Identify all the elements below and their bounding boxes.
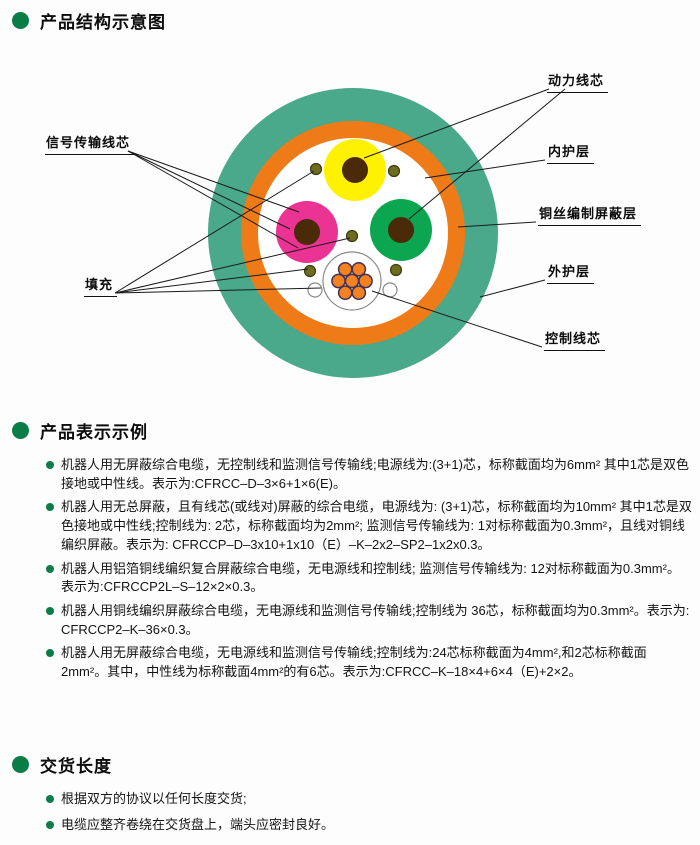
example-item: 机器人用无屏蔽综合电缆，无控制线和监测信号传输线;电源线为:(3+1)芯，标称截… [46, 456, 692, 493]
list-bullet-icon [46, 461, 54, 469]
control-core-dot [358, 273, 373, 289]
example-item: 机器人用无屏蔽综合电缆，无电源线和监测信号传输线;控制线为:24芯标称截面为4m… [46, 644, 692, 681]
label-power-core: 动力线芯 [547, 70, 609, 93]
filler-tubes [307, 282, 398, 298]
control-core-dot [337, 261, 353, 277]
delivery-section-title: 交货长度 [40, 757, 112, 776]
section-bullet-icon [12, 422, 29, 439]
leader-line-signal-2 [127, 150, 291, 230]
filler-dot [309, 162, 323, 176]
leader-line-filling-1 [114, 170, 315, 294]
delivery-item-text: 根据双方的协议以任何长度交货; [61, 791, 247, 806]
leader-line-outer-sheath [479, 279, 546, 298]
leader-line-power-1 [363, 88, 550, 159]
section-header-delivery: 交货长度 [0, 752, 700, 777]
delivery-item: 根据双方的协议以任何长度交货; [46, 790, 692, 809]
section-header-structure: 产品结构示意图 [0, 8, 166, 33]
cable-cross-section-diagram: 动力线芯 信号传输线芯 内护层 铜丝编制屏蔽层 填充 外护层 控制线芯 [0, 0, 700, 400]
list-bullet-icon [46, 607, 54, 616]
section-bullet-icon [12, 756, 29, 773]
leader-line-control [371, 290, 543, 348]
leader-line-filling-4 [114, 287, 322, 294]
power-core-yellow-conductor [342, 157, 368, 183]
filler-dot [303, 264, 317, 278]
filler-dot [389, 263, 403, 277]
example-item-text: 机器人用无屏蔽综合电缆，无控制线和监测信号传输线;电源线为:(3+1)芯，标称截… [61, 457, 689, 491]
section-delivery: 交货长度 根据双方的协议以任何长度交货; 电缆应整齐卷绕在交货盘上，端头应密封良… [0, 752, 700, 841]
examples-list: 机器人用无屏蔽综合电缆，无控制线和监测信号传输线;电源线为:(3+1)芯，标称截… [0, 456, 700, 682]
leader-line-signal-1 [127, 150, 300, 213]
list-bullet-icon [46, 795, 54, 803]
label-inner-sheath: 内护层 [547, 141, 595, 164]
delivery-item: 电缆应整齐卷绕在交货盘上，端头应密封良好。 [46, 816, 692, 835]
leader-line-inner-sheath [424, 159, 546, 179]
label-control-core: 控制线芯 [544, 328, 606, 351]
power-core-green-conductor [388, 217, 414, 243]
filler-tube [307, 282, 323, 298]
label-outer-sheath: 外护层 [547, 261, 595, 284]
control-core-dots [331, 261, 373, 301]
leader-line-filling-2 [114, 237, 351, 294]
control-core-dot [351, 285, 367, 301]
label-filling: 填充 [84, 274, 118, 297]
control-core-dot [331, 273, 346, 289]
list-bullet-icon [46, 564, 54, 573]
example-item: 机器人用铜线编织屏蔽综合电缆，无电源线和监测信号传输线;控制线为 36芯，标称截… [46, 602, 692, 639]
delivery-list: 根据双方的协议以任何长度交货; 电缆应整齐卷绕在交货盘上，端头应密封良好。 [0, 790, 700, 834]
leader-line-power-2 [408, 88, 566, 220]
signal-core-conductor [294, 219, 320, 245]
control-core-dot [337, 285, 353, 301]
control-core-dot [344, 273, 360, 289]
example-item-text: 机器人用铝箔铜线编织复合屏蔽综合电缆，无电源线和控制线; 监测信号传输线为: 1… [61, 560, 680, 595]
label-copper-shield: 铜丝编制屏蔽层 [538, 203, 642, 226]
example-item: 机器人用无总屏蔽，且有线芯(或线对)屏蔽的综合电缆，电源线为: (3+1)芯，标… [46, 498, 692, 554]
label-signal-core: 信号传输线芯 [45, 132, 135, 155]
section-examples: 产品表示示例 机器人用无屏蔽综合电缆，无控制线和监测信号传输线;电源线为:(3+… [0, 418, 700, 687]
filler-dot [345, 229, 359, 243]
section-header-examples: 产品表示示例 [0, 418, 700, 443]
list-bullet-icon [46, 503, 54, 512]
list-bullet-icon [46, 820, 54, 829]
section-bullet-icon [12, 12, 29, 29]
leader-line-signal-3 [127, 150, 299, 249]
delivery-item-text: 电缆应整齐卷绕在交货盘上，端头应密封良好。 [61, 816, 335, 832]
example-item-text: 机器人用无总屏蔽，且有线芯(或线对)屏蔽的综合电缆，电源线为: (3+1)芯，标… [61, 499, 692, 552]
control-core-dot [351, 261, 367, 277]
example-item-text: 机器人用无屏蔽综合电缆，无电源线和监测信号传输线;控制线为:24芯标称截面为4m… [61, 645, 647, 680]
example-item-text: 机器人用铜线编织屏蔽综合电缆，无电源线和监测信号传输线;控制线为 36芯，标称截… [61, 603, 690, 637]
leader-line-filling-3 [114, 268, 309, 294]
cable-diagram-svg [114, 88, 566, 378]
examples-section-title: 产品表示示例 [40, 423, 148, 442]
leader-lines [114, 88, 566, 348]
filler-dot [387, 164, 401, 178]
example-item: 机器人用铝箔铜线编织复合屏蔽综合电缆，无电源线和控制线; 监测信号传输线为: 1… [46, 560, 692, 597]
structure-section-title: 产品结构示意图 [40, 13, 166, 32]
leader-line-copper-shield [457, 221, 537, 228]
list-bullet-icon [46, 649, 54, 658]
